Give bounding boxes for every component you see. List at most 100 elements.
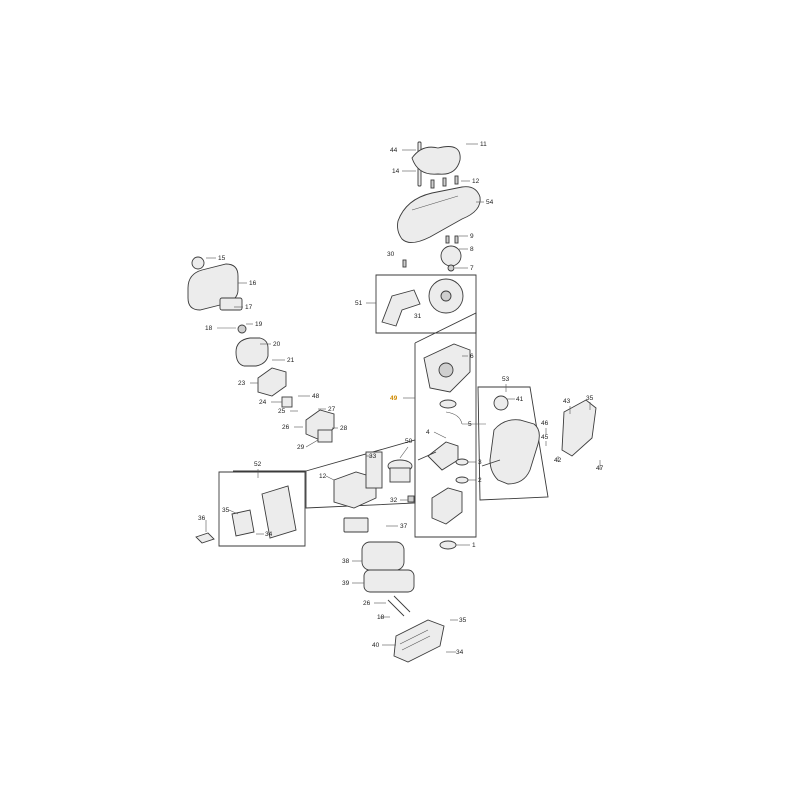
callout-28: 28 [340,425,348,432]
callout-43: 43 [563,398,571,405]
callout-20: 20 [273,341,281,348]
callout-3: 3 [478,459,482,466]
callout-49: 49 [390,395,398,402]
callout-36: 36 [198,515,206,522]
seal-part-1 [439,540,457,550]
callout-12: 12 [472,178,480,185]
nut-part-19 [237,324,247,334]
leader-lines [205,143,601,653]
callout-35-bottom: 35 [459,617,467,624]
callout-labels: 44 14 11 12 54 9 8 7 30 51 31 15 16 17 1… [198,141,604,656]
callout-33: 33 [369,453,377,460]
group-51-frame [375,274,477,334]
ignition-coil-part-31 [381,289,421,327]
gasket-part-33 [365,451,383,489]
callout-37: 37 [400,523,408,530]
side-cover-part-43 [561,399,597,457]
callout-41: 41 [516,396,524,403]
callout-7: 7 [470,265,474,272]
callout-27: 27 [328,406,336,413]
callout-17: 17 [245,304,253,311]
callout-16: 16 [249,280,257,287]
callout-46: 46 [541,420,549,427]
callout-1: 1 [472,542,476,549]
callout-21: 21 [287,357,295,364]
starter-handle-part-11 [411,146,461,175]
group-cylinder-frame [305,439,416,509]
bearing-part-6 [439,399,457,409]
callout-50: 50 [405,438,413,445]
crankshaft-part-4 [427,441,459,471]
callout-35-right: 35 [586,395,594,402]
callout-44: 44 [390,147,398,154]
bracket-part-34 [231,509,255,537]
air-filter-base-part-20 [235,337,269,367]
crankcase-bore [438,362,454,378]
spark-plug-part-36 [195,532,215,544]
shield-part-52 [261,485,297,539]
muffler-cover-part-40 [393,619,445,663]
group-53-frame [477,386,549,501]
callout-5: 5 [468,421,472,428]
circlip-part-5 [445,411,463,425]
callout-4: 4 [426,429,430,436]
callout-12-cylinder: 12 [319,473,327,480]
pulley-part-8 [440,245,462,267]
callout-18-bottom: 18 [377,614,385,621]
fuel-cap-part-41 [493,395,509,411]
callout-54: 54 [486,199,494,206]
tank-tube [481,459,501,467]
bolt-part-18 [387,599,405,617]
muffler-part-39 [363,569,415,593]
muffler-body-part-38 [361,541,405,571]
callout-6: 6 [470,353,474,360]
callout-39: 39 [342,580,350,587]
callout-19: 19 [255,321,263,328]
callout-25: 25 [278,408,286,415]
callout-11: 11 [480,141,487,148]
flywheel-hub [440,290,452,302]
insulator-part-28 [317,429,333,443]
group-52-frame [218,471,306,547]
fuel-tank-part-53 [489,419,540,485]
piston-part [389,467,411,483]
callout-26-bottom: 26 [363,600,371,607]
callout-32: 32 [390,497,398,504]
bolt-part-26 [393,595,411,613]
callout-30: 30 [387,251,395,258]
cover-ridge [411,195,459,211]
callout-8: 8 [470,246,474,253]
callout-45: 45 [541,434,549,441]
screws-part-12 [402,175,459,268]
callout-14: 14 [392,168,400,175]
callout-35-left: 35 [222,507,230,514]
recoil-cover-part-54 [397,186,481,243]
callout-34-bottom: 34 [456,649,464,656]
callout-26-top: 26 [282,424,290,431]
callout-18-top: 18 [205,325,213,332]
callout-40: 40 [372,642,380,649]
crankshaft-pin [417,451,437,461]
callout-51: 51 [355,300,363,307]
callout-29: 29 [297,444,305,451]
bearing-part-2 [455,476,469,484]
knob-part-15 [191,256,205,270]
callout-15: 15 [218,255,226,262]
callout-38: 38 [342,558,350,565]
callout-9: 9 [470,233,474,240]
gasket-part-37 [343,517,369,533]
callout-34-left: 34 [265,531,273,538]
carburetor-part-23 [257,367,287,397]
gasket-part-24 [281,396,293,408]
callout-52: 52 [254,461,262,468]
callout-48: 48 [312,393,320,400]
callout-53: 53 [502,376,510,383]
callout-24: 24 [259,399,267,406]
cylinder-part-12 [333,471,377,509]
muffler-cover-vents [399,629,431,651]
callout-23: 23 [238,380,246,387]
callout-31: 31 [414,313,422,320]
callout-42: 42 [554,457,562,464]
bushing-part-32 [407,495,415,503]
